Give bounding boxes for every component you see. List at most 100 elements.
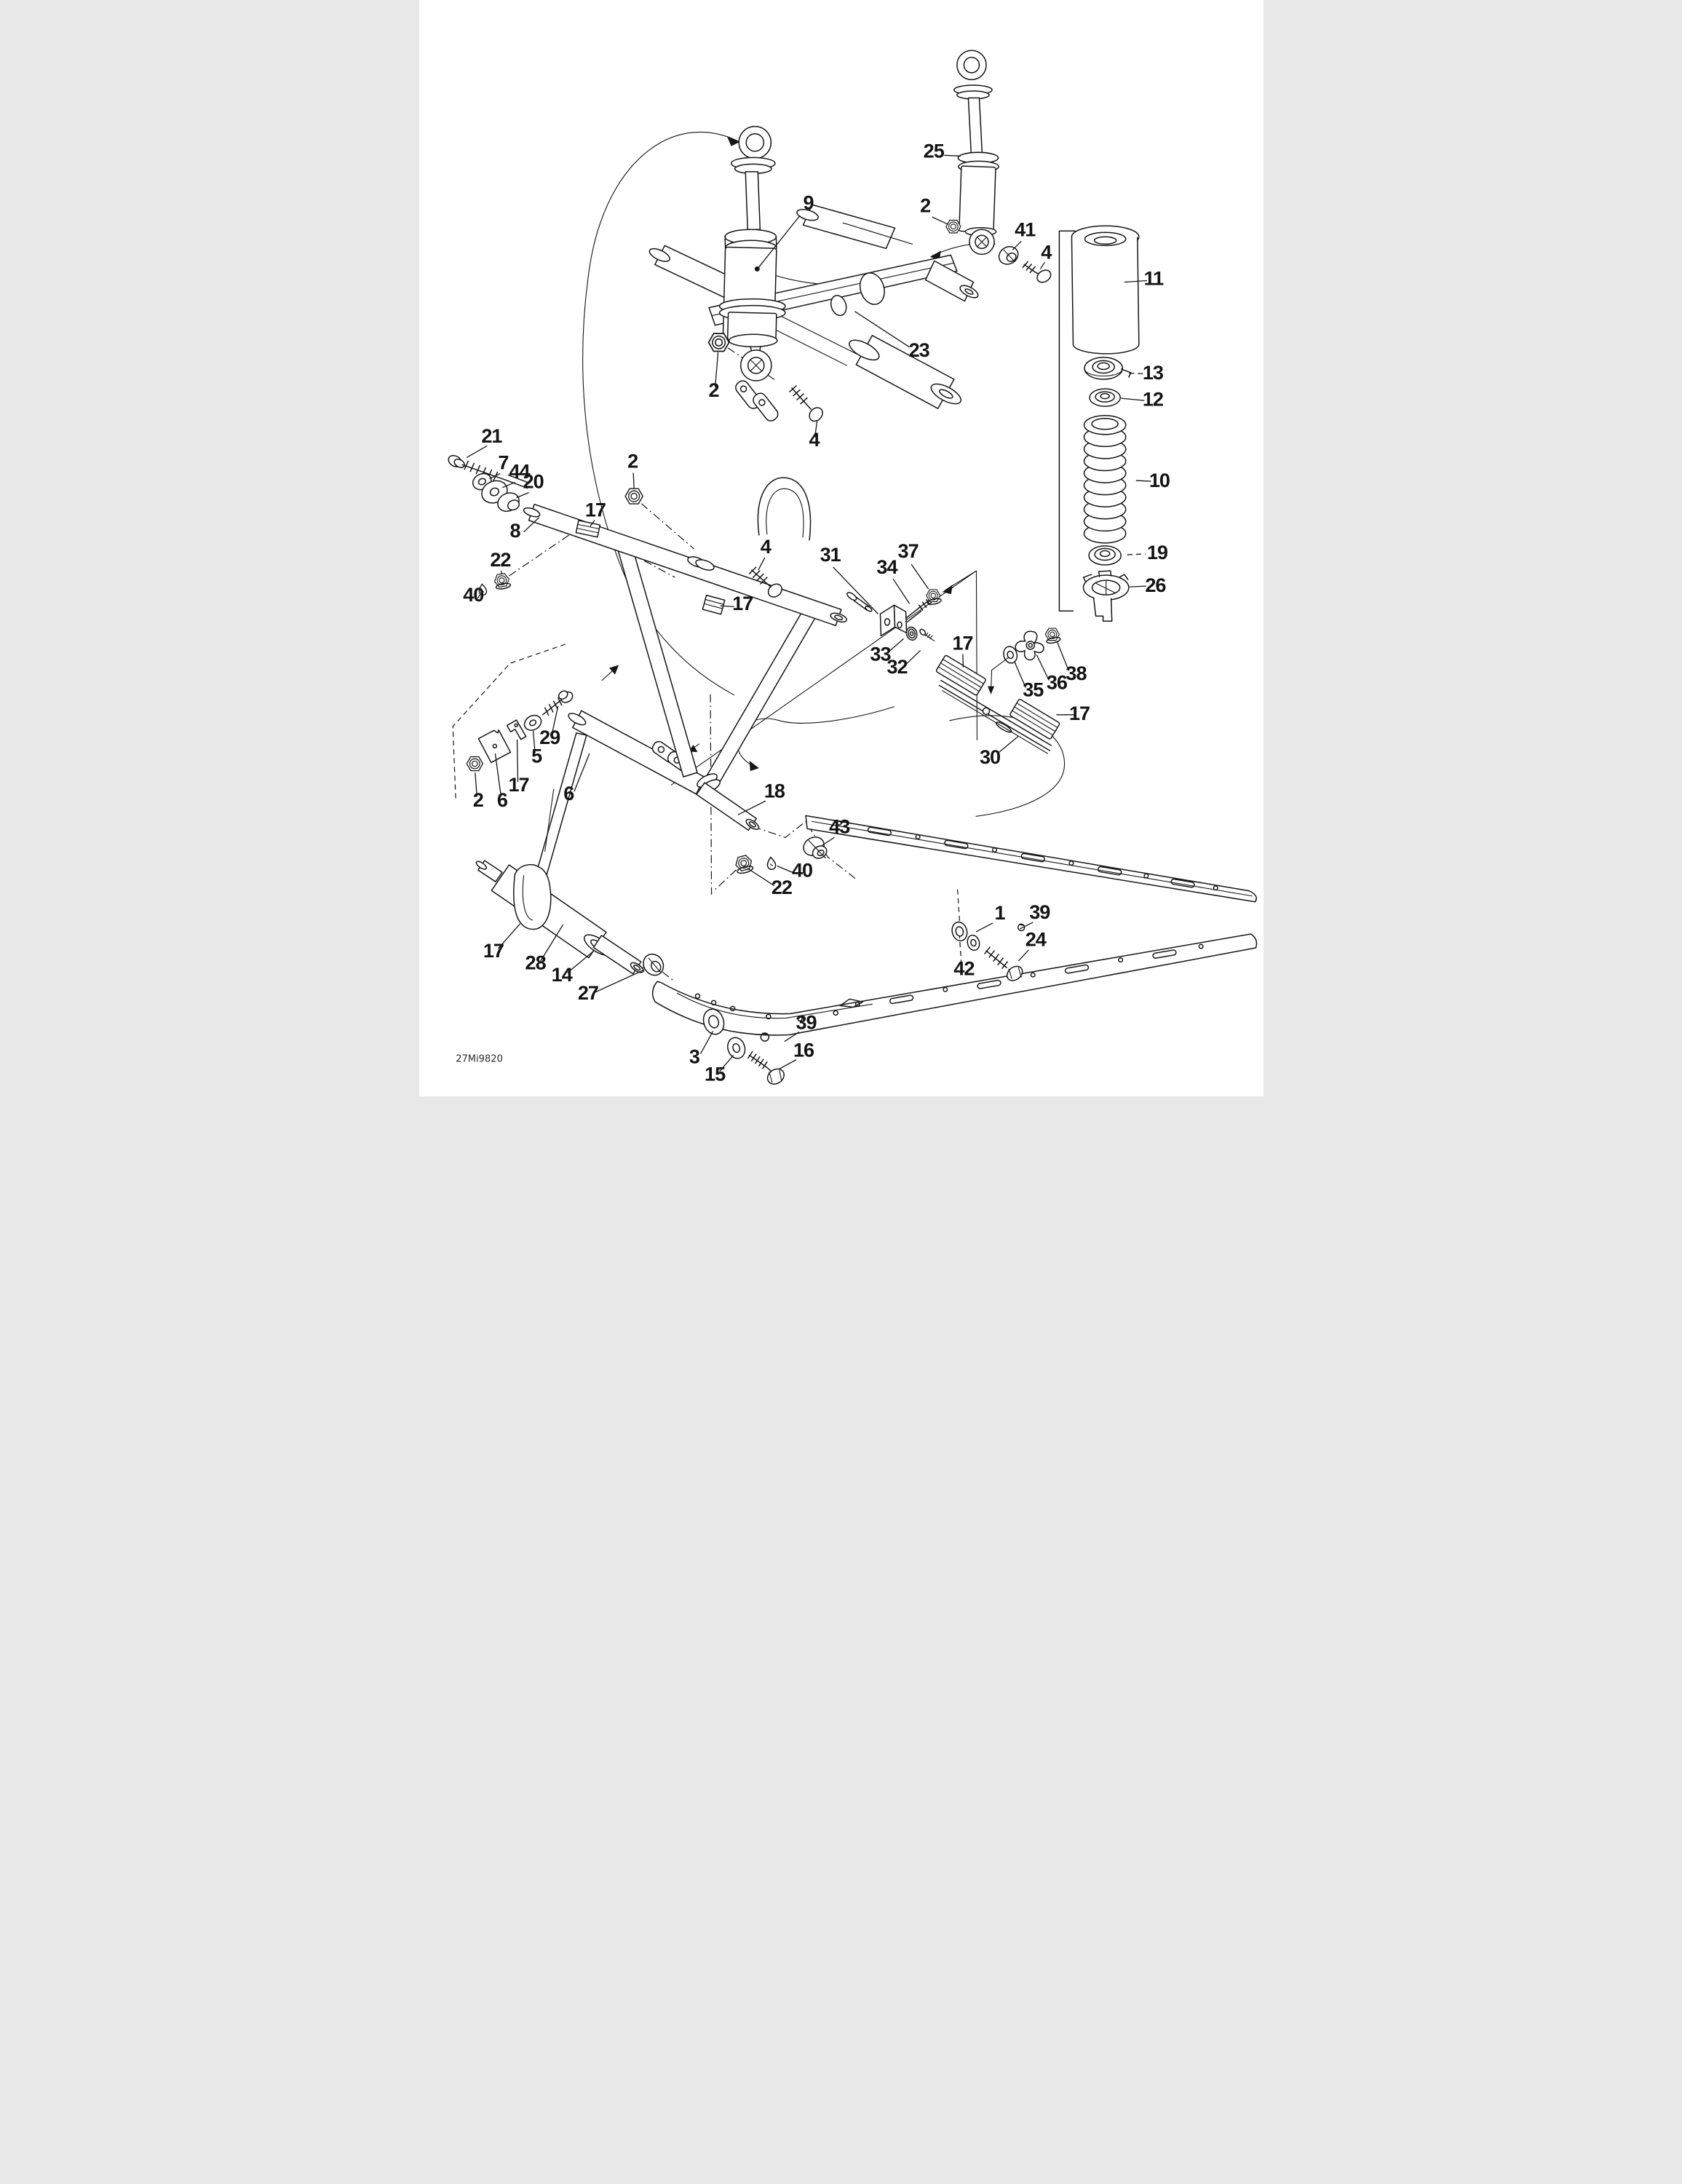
right-bushing <box>924 260 978 302</box>
part-callout-17-46: 17 <box>483 939 503 962</box>
part-callout-17-34: 17 <box>732 592 753 614</box>
part-callout-20-17: 20 <box>523 470 543 493</box>
leader-line-34 <box>892 578 910 604</box>
shock-25 <box>953 50 999 256</box>
left-tube <box>648 245 734 298</box>
leader-line-40 <box>777 866 795 874</box>
part-callout-13-9: 13 <box>1142 361 1163 384</box>
arrowhead-icon <box>987 686 994 695</box>
spring-stack <box>1058 225 1140 622</box>
leader-line-39 <box>784 1031 799 1042</box>
part-callout-19-12: 19 <box>1146 541 1167 563</box>
leader-line-2 <box>931 216 948 225</box>
hook-bracket <box>757 477 811 541</box>
leader-line-27 <box>594 969 644 993</box>
adjuster-knob-36 <box>1014 630 1044 661</box>
part-callout-8-20: 8 <box>509 519 520 542</box>
bushing-41 <box>998 246 1018 265</box>
part-callout-26-13: 26 <box>1145 574 1166 596</box>
part-callout-24-56: 24 <box>1025 928 1046 951</box>
part-callout-4-35: 4 <box>760 535 771 558</box>
leader-line-16 <box>778 1059 796 1070</box>
part-callout-10-11: 10 <box>1149 469 1169 491</box>
leader-line-20 <box>515 492 529 499</box>
left-hardware <box>447 454 643 596</box>
part-callout-32-33: 32 <box>886 655 907 678</box>
part-callout-23-5: 23 <box>908 339 929 361</box>
part-callout-34-30: 34 <box>876 555 897 578</box>
adjuster-cam-26 <box>1082 570 1130 622</box>
part-callout-39-52: 39 <box>796 1010 817 1033</box>
upper-tube <box>796 204 913 250</box>
part-callout-22-21: 22 <box>490 548 510 571</box>
leader-line-19 <box>1127 553 1146 555</box>
leader-line-23 <box>854 311 910 348</box>
shock-9 <box>718 125 786 381</box>
part-callout-35-39: 35 <box>1023 678 1044 701</box>
bolt-4b <box>788 385 823 422</box>
part-callout-2-6: 2 <box>708 379 718 401</box>
leader-line-1 <box>975 922 993 933</box>
leader-line-21 <box>466 445 488 458</box>
slider-pad <box>702 594 726 615</box>
leader-line-17 <box>589 520 595 527</box>
leader-line-17 <box>961 654 964 668</box>
leader-line-18 <box>737 800 766 815</box>
leader-line-4 <box>814 421 817 438</box>
leader-line-24 <box>1017 949 1029 962</box>
part-callout-17-37: 17 <box>1068 702 1089 724</box>
leader-line-22 <box>746 868 774 887</box>
part-callout-28-47: 28 <box>525 951 546 974</box>
leader-line-39 <box>1019 922 1034 930</box>
rear-arm <box>567 477 817 831</box>
stopper-tube-18 <box>695 782 757 831</box>
part-callout-22-45: 22 <box>771 876 791 898</box>
leader-line-2 <box>474 772 477 797</box>
front-axle-group <box>475 732 664 976</box>
slider-pad <box>575 520 600 538</box>
leader-line-32 <box>903 649 921 668</box>
part-callout-17-25: 17 <box>508 773 528 796</box>
guard-cluster <box>466 690 573 772</box>
slider-assembly <box>935 628 1060 754</box>
leader-line-41 <box>1012 240 1022 250</box>
part-callout-44-16: 44 <box>509 460 530 483</box>
part-callout-37-31: 37 <box>897 539 918 562</box>
figure-code: 27Mi9820 <box>456 1054 503 1065</box>
leader-line-17 <box>497 923 520 949</box>
inner-shaft <box>592 935 641 975</box>
part-callout-16-53: 16 <box>793 1039 814 1061</box>
leader-line-7 <box>488 472 501 480</box>
part-callout-41-3: 41 <box>1015 218 1036 240</box>
rear-fasteners <box>951 921 1025 981</box>
leader-line-6 <box>494 753 501 797</box>
leader-line-30 <box>996 735 1019 754</box>
arrowhead-icon <box>942 585 953 595</box>
leader-line-14 <box>566 951 593 973</box>
part-callout-21-14: 21 <box>481 424 502 447</box>
leader-line-4 <box>1039 262 1045 269</box>
axle-clamp <box>512 863 551 930</box>
leader-line-26 <box>1129 585 1146 587</box>
leader-line-4 <box>757 557 765 571</box>
part-callout-11-8: 11 <box>1143 267 1164 290</box>
leader-line-25 <box>943 154 961 157</box>
leader-line-42 <box>959 935 962 965</box>
arrowhead-icon <box>749 761 759 772</box>
bolt-4a <box>1021 261 1051 283</box>
part-callout-43-43: 43 <box>829 815 850 837</box>
leader-line-10 <box>1135 480 1151 482</box>
part-callout-38-41: 38 <box>1066 662 1087 684</box>
upper-arm-23 <box>648 204 978 422</box>
part-callout-6-24: 6 <box>496 788 507 811</box>
pivot-shaft <box>523 503 847 627</box>
part-callout-1-54: 1 <box>994 901 1005 924</box>
part-callout-17-19: 17 <box>584 499 605 521</box>
leader-line-15 <box>718 1055 734 1072</box>
part-callout-4-7: 4 <box>809 428 820 451</box>
leader-line-12 <box>1120 397 1144 401</box>
part-callout-27-49: 27 <box>577 981 598 1004</box>
bolt <box>542 697 563 716</box>
diagram-artwork <box>447 50 1257 1085</box>
